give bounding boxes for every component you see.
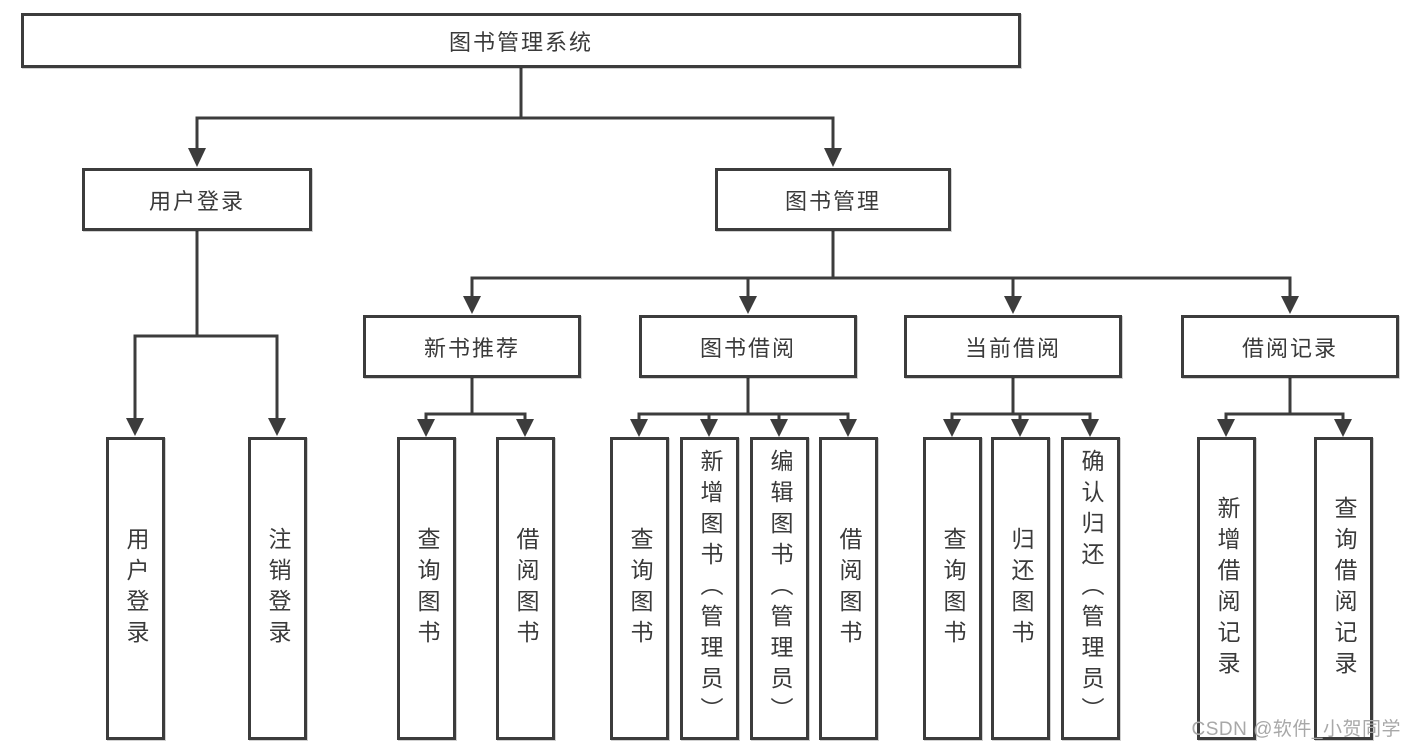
leaf-add-books-admin-label: 新增图书（管理员） bbox=[697, 449, 723, 728]
node-new-book-recommend: 新书推荐 bbox=[363, 315, 581, 378]
node-book-borrowing-label: 图书借阅 bbox=[699, 335, 796, 361]
leaf-query-borrow-record: 查询借阅记录 bbox=[1314, 437, 1373, 740]
leaf-query-books-recommend-label: 查询图书 bbox=[414, 526, 440, 651]
leaf-return-books-label: 归还图书 bbox=[1008, 526, 1034, 651]
node-root-label: 图书管理系统 bbox=[448, 29, 593, 55]
leaf-logout: 注销登录 bbox=[248, 437, 307, 740]
node-root: 图书管理系统 bbox=[21, 13, 1021, 68]
leaf-query-books-current-label: 查询图书 bbox=[940, 526, 966, 651]
leaf-confirm-return-admin-label: 确认归还（管理员） bbox=[1078, 449, 1104, 728]
leaf-query-books-borrow-label: 查询图书 bbox=[627, 526, 653, 651]
leaf-borrow-books-recommend-label: 借阅图书 bbox=[513, 526, 539, 651]
node-borrowing-records-label: 借阅记录 bbox=[1241, 335, 1338, 361]
leaf-return-books: 归还图书 bbox=[991, 437, 1050, 740]
leaf-user-login-label: 用户登录 bbox=[123, 526, 149, 651]
leaf-borrow-books-recommend: 借阅图书 bbox=[496, 437, 555, 740]
leaf-edit-books-admin-label: 编辑图书（管理员） bbox=[767, 449, 793, 728]
leaf-query-borrow-record-label: 查询借阅记录 bbox=[1331, 495, 1357, 682]
leaf-logout-label: 注销登录 bbox=[265, 526, 291, 651]
node-borrowing-records: 借阅记录 bbox=[1181, 315, 1399, 378]
leaf-confirm-return-admin: 确认归还（管理员） bbox=[1061, 437, 1120, 740]
leaf-add-borrow-record-label: 新增借阅记录 bbox=[1214, 495, 1240, 682]
leaf-query-books-borrow: 查询图书 bbox=[610, 437, 669, 740]
node-user-login: 用户登录 bbox=[82, 168, 312, 231]
node-user-login-label: 用户登录 bbox=[148, 188, 245, 214]
csdn-watermark: CSDN @软件_小贺同学 bbox=[1191, 719, 1401, 740]
node-book-management: 图书管理 bbox=[715, 168, 951, 231]
node-current-borrowing: 当前借阅 bbox=[904, 315, 1122, 378]
leaf-add-books-admin: 新增图书（管理员） bbox=[680, 437, 739, 740]
leaf-borrow-books: 借阅图书 bbox=[819, 437, 878, 740]
node-current-borrowing-label: 当前借阅 bbox=[964, 335, 1061, 361]
node-book-borrowing: 图书借阅 bbox=[639, 315, 857, 378]
leaf-add-borrow-record: 新增借阅记录 bbox=[1197, 437, 1256, 740]
node-book-management-label: 图书管理 bbox=[784, 188, 881, 214]
leaf-edit-books-admin: 编辑图书（管理员） bbox=[750, 437, 809, 740]
leaf-query-books-recommend: 查询图书 bbox=[397, 437, 456, 740]
leaf-user-login: 用户登录 bbox=[106, 437, 165, 740]
leaf-borrow-books-label: 借阅图书 bbox=[836, 526, 862, 651]
leaf-query-books-current: 查询图书 bbox=[923, 437, 982, 740]
node-new-book-recommend-label: 新书推荐 bbox=[423, 335, 520, 361]
